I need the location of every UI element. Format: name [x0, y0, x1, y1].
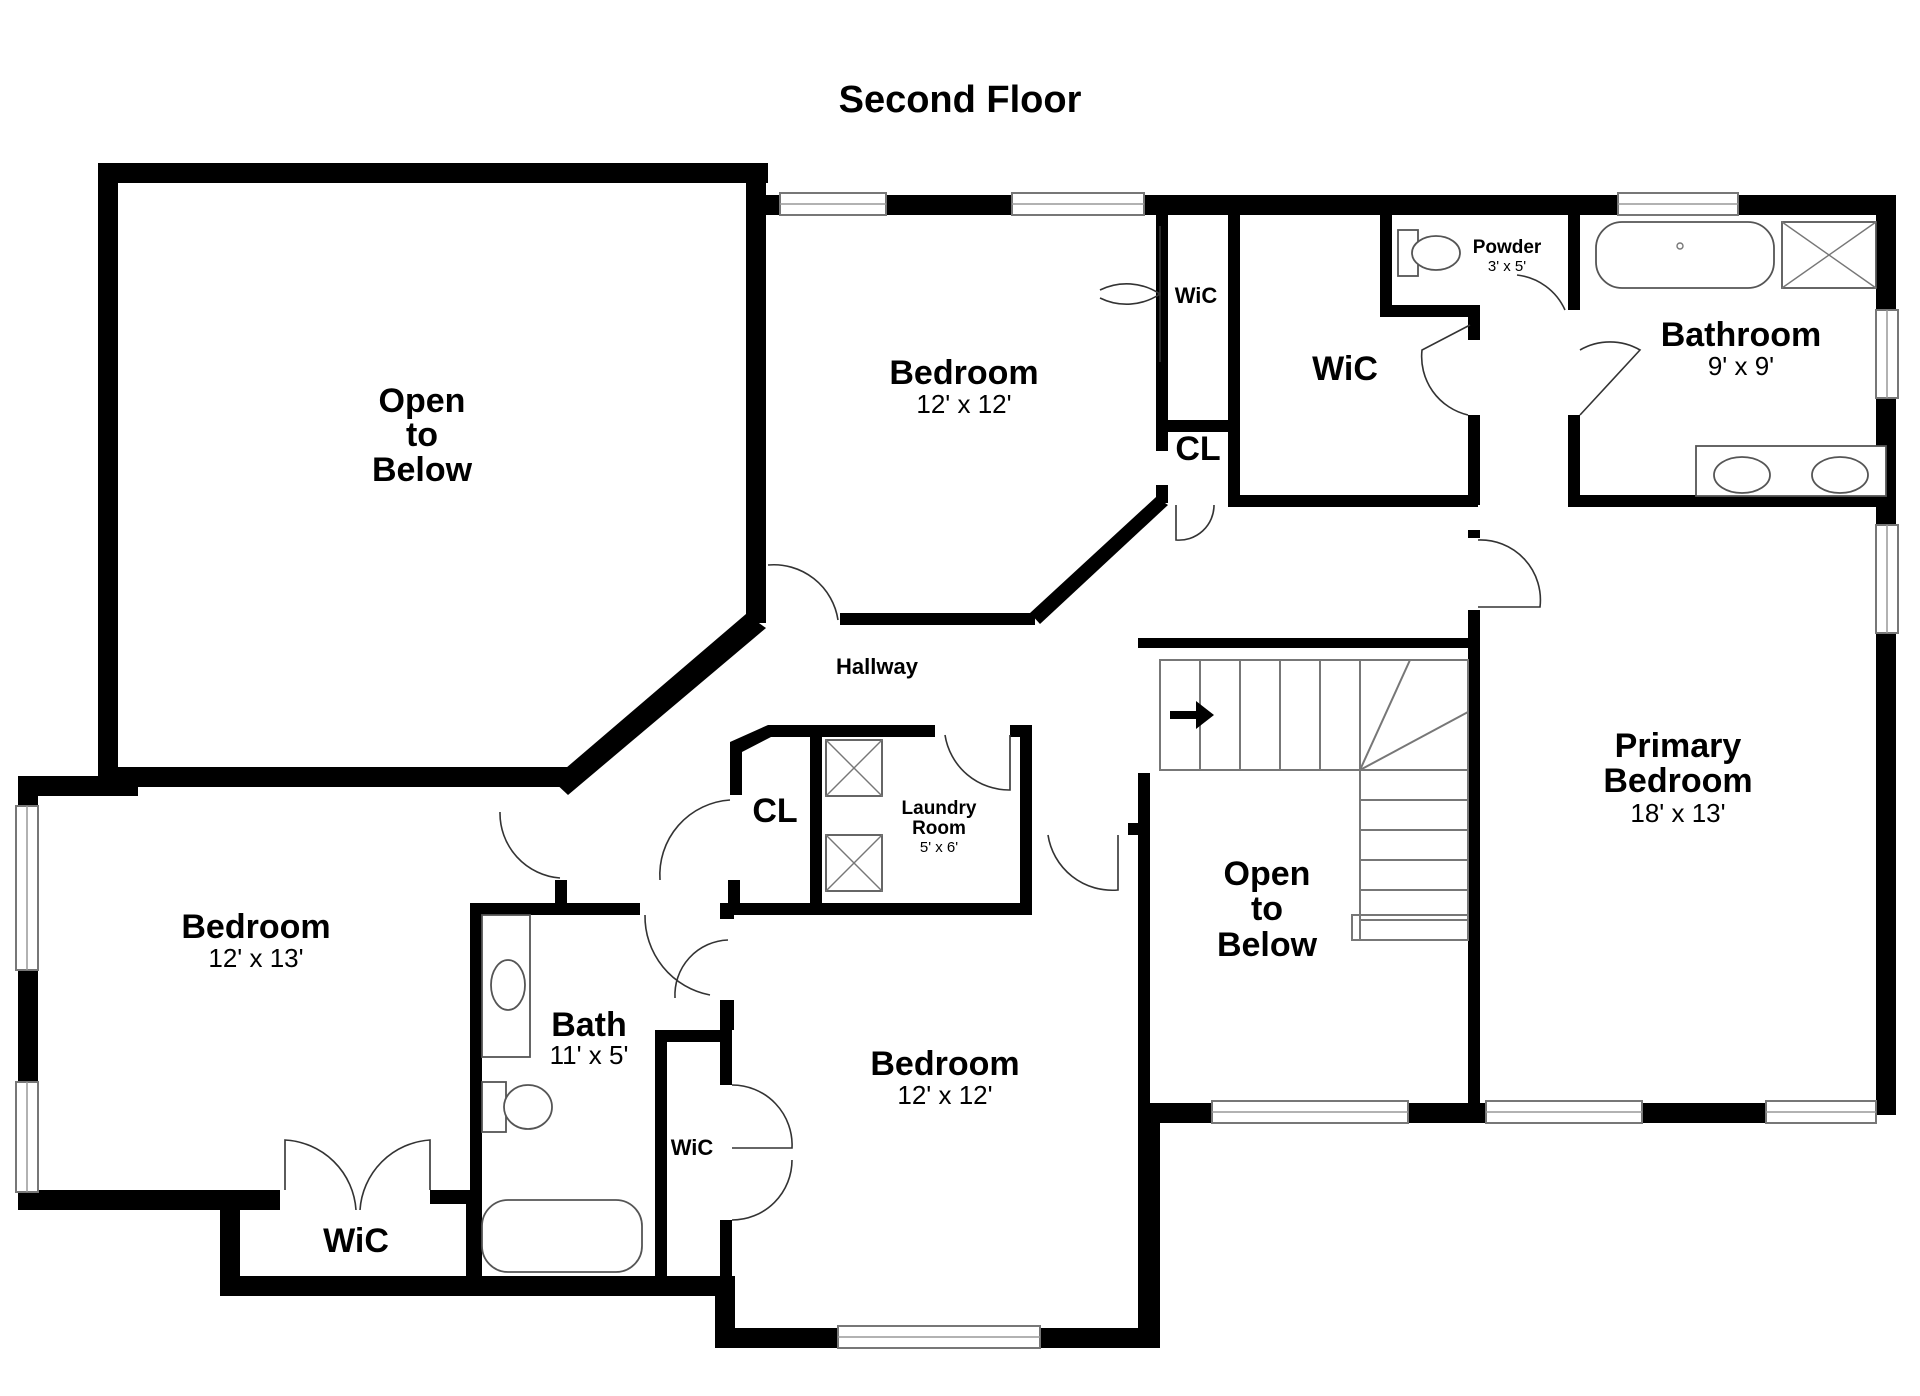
open-below-stair-line3: Below: [1217, 926, 1318, 964]
room-labels: Open to Below Bedroom 12' x 12' WiC CL W…: [181, 237, 1821, 1260]
open-below-stair-line2: to: [1251, 890, 1283, 928]
wic-bottom-left-label: WiC: [323, 1222, 389, 1260]
bathroom-name: Bathroom: [1661, 316, 1822, 354]
wic-top-small-label: WiC: [1175, 283, 1218, 308]
open-below-main-line2: to: [406, 416, 438, 454]
open-below-main-line1: Open: [379, 382, 466, 420]
cl-top-label: CL: [1175, 430, 1220, 468]
wic-bottom-mid-label: WiC: [671, 1135, 714, 1160]
primary-bedroom-line2: Bedroom: [1603, 762, 1752, 800]
laundry-dims: 5' x 6': [920, 839, 958, 856]
bathroom-dims: 9' x 9': [1708, 351, 1774, 381]
staircase: [1159, 659, 1469, 941]
hallway-label: Hallway: [836, 654, 919, 679]
sink-icon: [1713, 456, 1771, 494]
powder-toilet-bowl-icon: [1411, 235, 1461, 271]
fixtures: [481, 221, 1887, 1273]
floor-title: Second Floor: [839, 79, 1082, 121]
bath-toilet-tank-icon: [481, 1081, 507, 1133]
sink-icon: [1811, 456, 1869, 494]
cl-mid-label: CL: [752, 792, 797, 830]
bedroom-bottom-dims: 12' x 12': [897, 1080, 992, 1110]
bedroom-left-name: Bedroom: [181, 908, 330, 946]
bath-sink-icon: [490, 959, 526, 1011]
laundry-line2: Room: [912, 818, 966, 839]
bedroom-bottom-name: Bedroom: [870, 1045, 1019, 1083]
bedroom-left-dims: 12' x 13': [208, 943, 303, 973]
primary-bedroom-line1: Primary: [1615, 727, 1742, 765]
primary-bedroom-dims: 18' x 13': [1630, 798, 1725, 828]
doors: [284, 226, 1642, 1221]
bedroom-top-dims: 12' x 12': [916, 389, 1011, 419]
bath-name: Bath: [551, 1006, 627, 1044]
open-below-stair-line1: Open: [1224, 855, 1311, 893]
stair-direction-arrow-icon: [1170, 701, 1214, 729]
open-below-main-line3: Below: [372, 451, 473, 489]
powder-name: Powder: [1473, 237, 1542, 258]
bath-dims: 11' x 5': [550, 1040, 629, 1070]
wic-top-large-label: WiC: [1312, 350, 1378, 388]
bath-tub-icon: [481, 1199, 643, 1273]
bathtub-icon: [1595, 221, 1775, 289]
windows: [15, 192, 1899, 1349]
powder-dims: 3' x 5': [1488, 258, 1526, 275]
bedroom-top-name: Bedroom: [889, 354, 1038, 392]
bath-toilet-icon: [503, 1084, 553, 1130]
laundry-line1: Laundry: [902, 798, 977, 819]
